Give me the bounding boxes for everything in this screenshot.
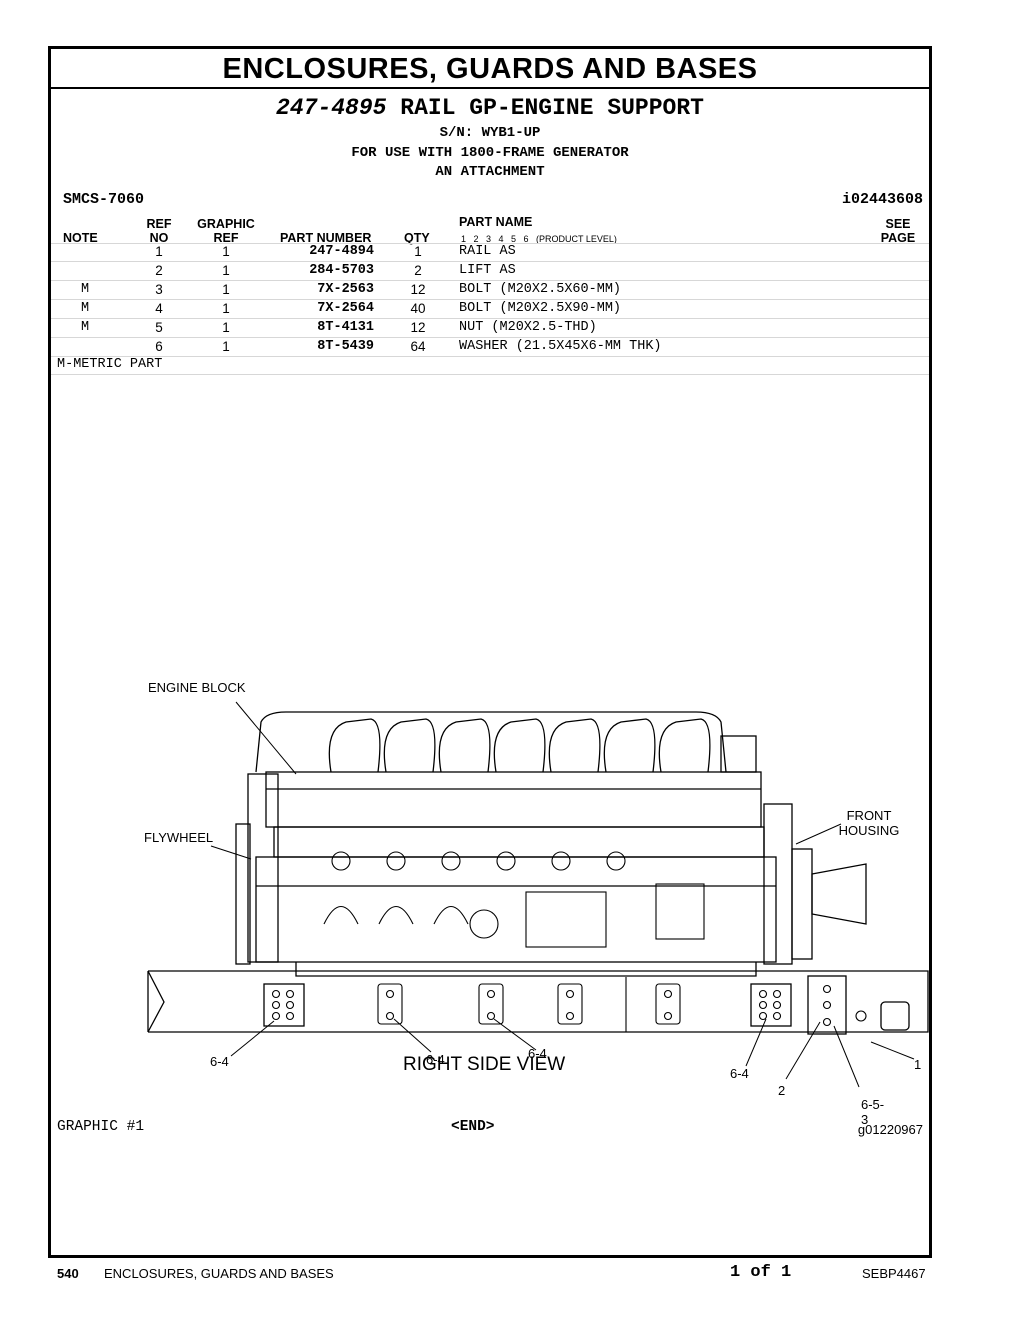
attachment-note: AN ATTACHMENT xyxy=(435,164,545,180)
group-title: 247-4895 RAIL GP-ENGINE SUPPORT xyxy=(51,95,929,121)
row-part-number[interactable]: 8T-5439 xyxy=(317,339,374,354)
callout-1: 1 xyxy=(914,1057,922,1072)
footnote-divider xyxy=(51,374,929,375)
group-part-number: 247-4895 xyxy=(276,95,387,121)
row-qty: 12 xyxy=(410,282,426,297)
callout-6-4-a: 6-4 xyxy=(210,1054,229,1069)
footer-doc-id: SEBP4467 xyxy=(862,1266,926,1281)
callout-6-5-3: 6-5-3 xyxy=(861,1097,885,1127)
header-divider xyxy=(51,243,929,244)
row-ref: 3 xyxy=(155,282,163,297)
view-title: RIGHT SIDE VIEW xyxy=(403,1054,566,1075)
header-note: NOTE xyxy=(63,231,98,245)
row-ref: 4 xyxy=(155,301,163,316)
row-part-number[interactable]: 7X-2564 xyxy=(317,301,374,316)
row-part-name: WASHER (21.5X45X6-MM THK) xyxy=(459,339,662,354)
graphic-number: g01220967 xyxy=(857,1122,923,1137)
row-graphic-ref: 1 xyxy=(222,282,230,297)
end-marker: <END> xyxy=(451,1119,495,1135)
row-ref: 2 xyxy=(155,263,163,278)
valve-covers-detail xyxy=(323,851,705,948)
usage-note: FOR USE WITH 1800-FRAME GENERATOR xyxy=(351,145,629,161)
row-ref: 6 xyxy=(155,339,163,354)
metric-footnote: M-METRIC PART xyxy=(57,357,163,372)
table-row: 1 1 247-4894 1 RAIL AS xyxy=(51,243,929,262)
header-see-bottom: PAGE xyxy=(880,231,916,245)
smcs-code: SMCS-7060 xyxy=(63,191,145,208)
row-qty: 2 xyxy=(414,263,422,278)
callout-flywheel: FLYWHEEL xyxy=(144,830,214,845)
table-row: M 5 1 8T-4131 12 NUT (M20X2.5-THD) xyxy=(51,319,929,338)
row-part-name: LIFT AS xyxy=(459,263,516,278)
row-part-number[interactable]: 8T-4131 xyxy=(317,320,374,335)
row-part-number[interactable]: 247-4894 xyxy=(309,244,374,259)
header-see-top: SEE xyxy=(885,217,911,231)
page-frame: ENCLOSURES, GUARDS AND BASES 247-4895 RA… xyxy=(48,46,932,1258)
header-part-number: PART NUMBER xyxy=(280,231,372,245)
row-part-number[interactable]: 7X-2563 xyxy=(317,282,374,297)
leader-lines xyxy=(210,701,915,1088)
row-note: M xyxy=(81,320,90,335)
mounting-holes xyxy=(271,977,867,1032)
row-note: M xyxy=(81,282,90,297)
header-graphic-bottom: REF xyxy=(213,231,239,245)
group-name: RAIL GP-ENGINE SUPPORT xyxy=(400,95,704,121)
row-graphic-ref: 1 xyxy=(222,301,230,316)
header-graphic-top: GRAPHIC xyxy=(197,217,255,231)
footer-page-of: 1 of 1 xyxy=(730,1263,792,1282)
row-graphic-ref: 1 xyxy=(222,263,230,278)
row-ref: 5 xyxy=(155,320,163,335)
row-part-name: BOLT (M20X2.5X60-MM) xyxy=(459,282,622,297)
engine-illustration: ENGINE BLOCK FLYWHEEL FRONT HOUSING 6-4 … xyxy=(96,624,929,1127)
row-qty: 1 xyxy=(414,244,422,259)
row-part-number[interactable]: 284-5703 xyxy=(309,263,374,278)
parts-table: 1 1 247-4894 1 RAIL AS 2 1 284-5703 2 LI… xyxy=(51,243,929,357)
row-qty: 40 xyxy=(410,301,426,316)
engine-drawing xyxy=(147,701,929,1088)
section-title: ENCLOSURES, GUARDS AND BASES xyxy=(51,49,929,89)
callout-6-4-d: 6-4 xyxy=(730,1066,749,1081)
header-part-name: PART NAME xyxy=(459,215,533,229)
row-graphic-ref: 1 xyxy=(222,339,230,354)
callout-front-housing-2: HOUSING xyxy=(838,823,900,838)
graphic-label: GRAPHIC #1 xyxy=(57,1119,145,1135)
row-graphic-ref: 1 xyxy=(222,244,230,259)
row-qty: 12 xyxy=(410,320,426,335)
row-ref: 1 xyxy=(155,244,163,259)
row-part-name: RAIL AS xyxy=(459,244,516,259)
callout-6-4-b: 6-4 xyxy=(426,1052,445,1067)
table-row: 2 1 284-5703 2 LIFT AS xyxy=(51,262,929,281)
row-qty: 64 xyxy=(410,339,426,354)
header-ref-bottom: NO xyxy=(149,231,169,245)
row-note: M xyxy=(81,301,90,316)
footer-section: ENCLOSURES, GUARDS AND BASES xyxy=(104,1266,334,1281)
header-ref-top: REF xyxy=(146,217,172,231)
table-row: M 3 1 7X-2563 12 BOLT (M20X2.5X60-MM) xyxy=(51,281,929,300)
callout-engine-block: ENGINE BLOCK xyxy=(148,680,246,695)
header-product-levels: 1 2 3 4 5 6 (PRODUCT LEVEL) xyxy=(461,234,617,244)
footer-page-number: 540 xyxy=(57,1266,79,1281)
table-row: 6 1 8T-5439 64 WASHER (21.5X45X6-MM THK) xyxy=(51,338,929,357)
table-row: M 4 1 7X-2564 40 BOLT (M20X2.5X90-MM) xyxy=(51,300,929,319)
callout-front-housing-1: FRONT xyxy=(846,808,892,823)
callout-2: 2 xyxy=(778,1083,786,1098)
serial-range: S/N: WYB1-UP xyxy=(439,125,541,141)
callout-6-4-c: 6-4 xyxy=(528,1046,547,1061)
row-graphic-ref: 1 xyxy=(222,320,230,335)
illustration-id: i02443608 xyxy=(841,191,923,208)
row-part-name: BOLT (M20X2.5X90-MM) xyxy=(459,301,622,316)
row-part-name: NUT (M20X2.5-THD) xyxy=(459,320,597,335)
header-qty: QTY xyxy=(404,231,430,245)
